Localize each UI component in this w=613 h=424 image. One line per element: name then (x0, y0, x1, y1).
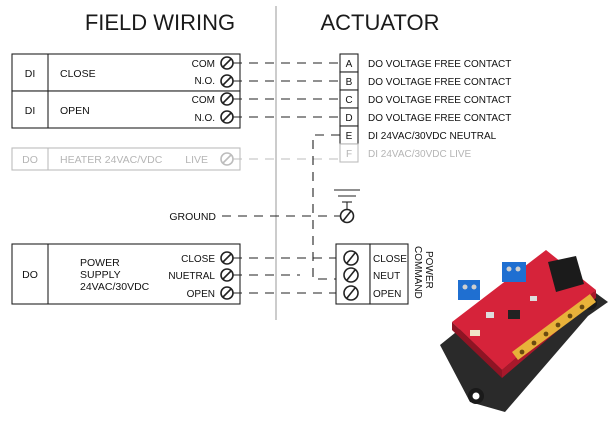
ground-icon (334, 189, 360, 210)
close-com-screw-icon (220, 56, 234, 70)
ground-connection: GROUND (169, 189, 360, 224)
heater-live-label: LIVE (185, 154, 208, 166)
terminal-b-letter: B (346, 77, 353, 88)
open-no-label: N.O. (194, 113, 215, 124)
power-label-line3: 24VAC/30VDC (80, 281, 150, 293)
terminal-a-desc: DO VOLTAGE FREE CONTACT (368, 59, 511, 70)
terminal-e-desc: DI 24VAC/30VDC NEUTRAL (368, 131, 497, 142)
actuator-terminal-strip: A B C D E F DO VOLTAGE FREE CONTACT DO V… (339, 53, 511, 163)
close-no-screw-icon (220, 74, 234, 88)
power-vertical-label: POWER (423, 251, 434, 289)
terminal-f-desc: DI 24VAC/30VDC LIVE (368, 149, 472, 160)
terminal-a-letter: A (346, 59, 353, 70)
cmd-close-label: CLOSE (373, 254, 407, 265)
terminal-f-letter: F (346, 149, 352, 160)
open-com-screw-icon (220, 92, 234, 106)
terminal-b-desc: DO VOLTAGE FREE CONTACT (368, 77, 511, 88)
close-box-type: DI (25, 68, 36, 80)
open-box-type: DI (25, 105, 36, 117)
close-input-box: DI CLOSE COM N.O. (11, 53, 241, 92)
command-vertical-label: COMMAND (412, 246, 423, 299)
actuator-board-image (440, 250, 608, 412)
power-box-type: DO (22, 269, 38, 281)
terminal-c-desc: DO VOLTAGE FREE CONTACT (368, 95, 511, 106)
heater-box-label: HEATER 24VAC/VDC (60, 154, 163, 166)
command-power-terminal: CLOSE NEUT OPEN COMMAND POWER (335, 243, 434, 305)
close-no-label: N.O. (194, 76, 215, 87)
power-label-line1: POWER (80, 257, 120, 269)
close-box-label: CLOSE (60, 68, 96, 80)
signal-wires (233, 62, 340, 280)
power-neutral-label: NUETRAL (168, 271, 215, 282)
heater-live-screw-icon (220, 152, 234, 166)
power-neutral-screw-icon (220, 268, 234, 282)
board-connector (548, 256, 584, 292)
power-close-label: CLOSE (181, 254, 215, 265)
cmd-open-label: OPEN (373, 289, 401, 300)
power-open-label: OPEN (187, 289, 215, 300)
actuator-header: ACTUATOR (321, 10, 440, 35)
ground-label: GROUND (169, 211, 216, 223)
open-com-label: COM (192, 95, 215, 106)
heater-output-box: DO HEATER 24VAC/VDC LIVE (11, 147, 241, 171)
ground-screw-icon (339, 208, 355, 224)
power-open-screw-icon (220, 286, 234, 300)
cmd-close-screw-icon (343, 250, 359, 266)
field-wiring-header: FIELD WIRING (85, 10, 235, 35)
terminal-d-desc: DO VOLTAGE FREE CONTACT (368, 113, 511, 124)
open-input-box: DI OPEN COM N.O. (11, 90, 241, 129)
terminal-f-box (339, 143, 359, 163)
open-box-label: OPEN (60, 105, 90, 117)
cmd-open-screw-icon (343, 285, 359, 301)
power-label-line2: SUPPLY (80, 269, 121, 281)
blue-terminal-block-2 (502, 262, 526, 282)
terminal-c-letter: C (345, 95, 352, 106)
power-supply-box: DO POWER SUPPLY 24VAC/30VDC CLOSE NUETRA… (11, 243, 241, 305)
wire-e-to-neutral (312, 134, 340, 280)
close-com-label: COM (192, 59, 215, 70)
blue-terminal-block-1 (458, 280, 480, 300)
cmd-neutral-screw-icon (343, 267, 359, 283)
cmd-neutral-label: NEUT (373, 271, 400, 282)
heater-box-type: DO (22, 154, 38, 166)
open-no-screw-icon (220, 110, 234, 124)
power-wires (233, 257, 340, 294)
terminal-e-letter: E (346, 131, 353, 142)
terminal-d-letter: D (345, 113, 352, 124)
power-close-screw-icon (220, 251, 234, 265)
